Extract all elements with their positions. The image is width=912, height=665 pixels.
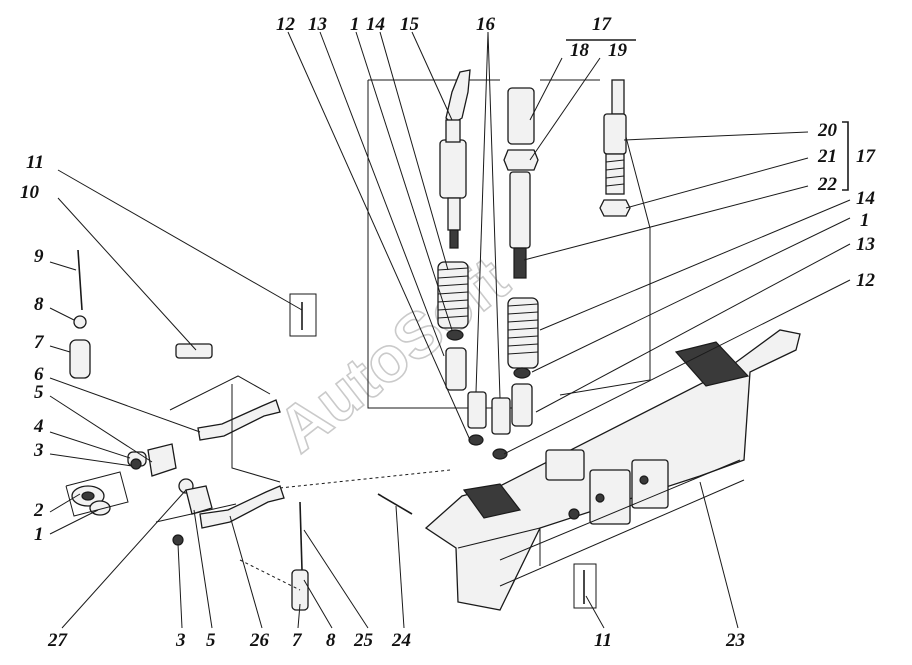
- left-rod-assembly: [437, 69, 471, 391]
- label-5-bottom: 5: [206, 630, 216, 651]
- label-1-left: 1: [34, 524, 44, 545]
- label-15-top: 15: [400, 14, 420, 35]
- cotter-pins: [289, 293, 597, 609]
- label-17-top: 17: [592, 14, 613, 35]
- label-11-left: 11: [26, 152, 44, 173]
- label-12-right: 12: [856, 270, 876, 291]
- label-8-bottom: 8: [326, 630, 336, 651]
- label-5-left: 5: [34, 382, 44, 403]
- label-1-right: 1: [860, 210, 870, 231]
- label-19: 19: [608, 40, 628, 61]
- label-3-left: 3: [33, 440, 44, 461]
- callout-labels: 12 13 1 14 15 16 17 18 19 20 21 17 22 14…: [20, 14, 877, 651]
- label-11-bottom: 11: [594, 630, 612, 651]
- middle-rod-assembly: [467, 87, 539, 460]
- label-16-top: 16: [476, 14, 496, 35]
- label-2: 2: [33, 500, 44, 521]
- label-21: 21: [817, 146, 837, 167]
- leader-lines: [49, 31, 851, 629]
- right-rod-assembly: [599, 79, 631, 217]
- label-26: 26: [249, 630, 270, 651]
- label-13-right: 13: [856, 234, 875, 255]
- label-14-right: 14: [856, 188, 875, 209]
- label-12-top: 12: [276, 14, 296, 35]
- label-9: 9: [34, 246, 44, 267]
- label-6: 6: [34, 364, 44, 385]
- label-10: 10: [20, 182, 40, 203]
- label-22: 22: [817, 174, 838, 195]
- label-18: 18: [570, 40, 590, 61]
- label-7-left: 7: [34, 332, 45, 353]
- label-14-top: 14: [366, 14, 385, 35]
- label-8-left: 8: [34, 294, 44, 315]
- label-25: 25: [353, 630, 374, 651]
- label-4: 4: [33, 416, 44, 437]
- label-7-bottom: 7: [292, 630, 303, 651]
- label-17-right: 17: [856, 146, 877, 167]
- label-27: 27: [47, 630, 69, 651]
- label-1-top: 1: [350, 14, 360, 35]
- watermark: AutoSoft: [264, 243, 521, 466]
- left-small-parts: [65, 249, 147, 517]
- frame-body: [424, 329, 801, 611]
- label-3-bottom: 3: [175, 630, 186, 651]
- label-23: 23: [725, 630, 745, 651]
- label-20: 20: [817, 120, 838, 141]
- label-24: 24: [391, 630, 411, 651]
- fraction-bars: [566, 39, 849, 191]
- lever-parts: [147, 343, 285, 546]
- label-13-top: 13: [308, 14, 327, 35]
